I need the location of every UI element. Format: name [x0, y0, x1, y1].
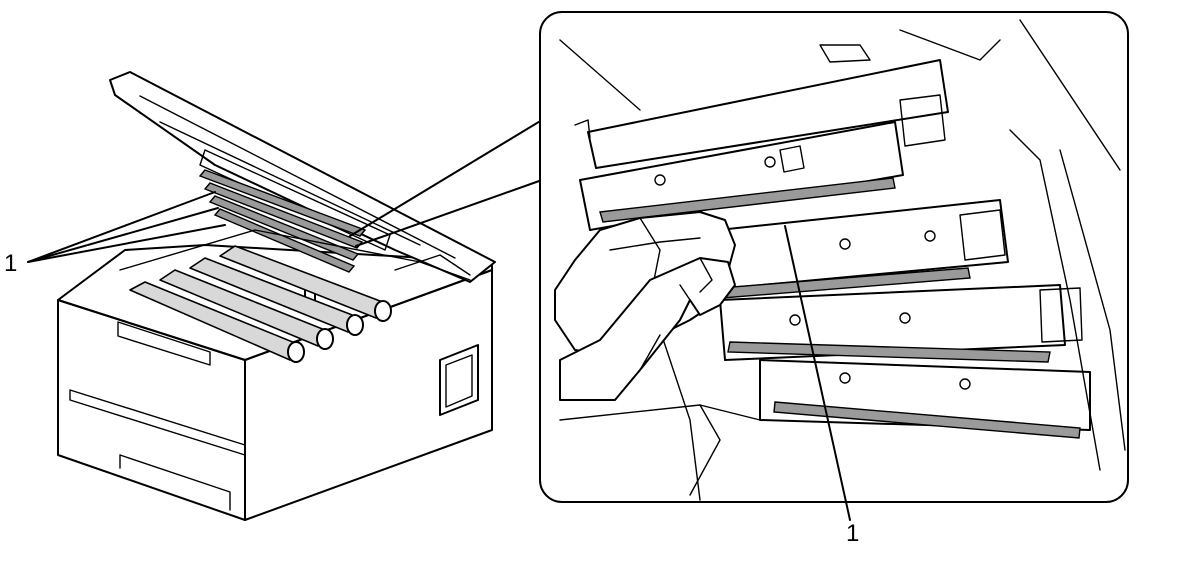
led-window-3: [727, 341, 1051, 363]
paper-tray: [69, 389, 246, 456]
bottom-leader-line: [784, 225, 851, 521]
hand-with-cloth: [554, 211, 736, 401]
output-tray: [117, 321, 211, 366]
callout-label-bottom: 1: [846, 520, 860, 547]
led-head-1: [574, 59, 949, 231]
led-head-3: [719, 284, 1083, 363]
hand: [559, 257, 736, 401]
zoom-lines: [349, 119, 543, 247]
led-head-4: [759, 359, 1091, 439]
left-leader-lines: [27, 191, 226, 263]
printer-open: [57, 71, 496, 521]
led-window-1: [599, 177, 896, 223]
led-window-4: [773, 401, 1081, 439]
toner-cartridges: [129, 245, 392, 363]
led-heads: [198, 169, 367, 273]
detail-inset: [539, 11, 1129, 503]
led-head-2: [699, 199, 1009, 299]
callout-label-left: 1: [4, 250, 18, 277]
